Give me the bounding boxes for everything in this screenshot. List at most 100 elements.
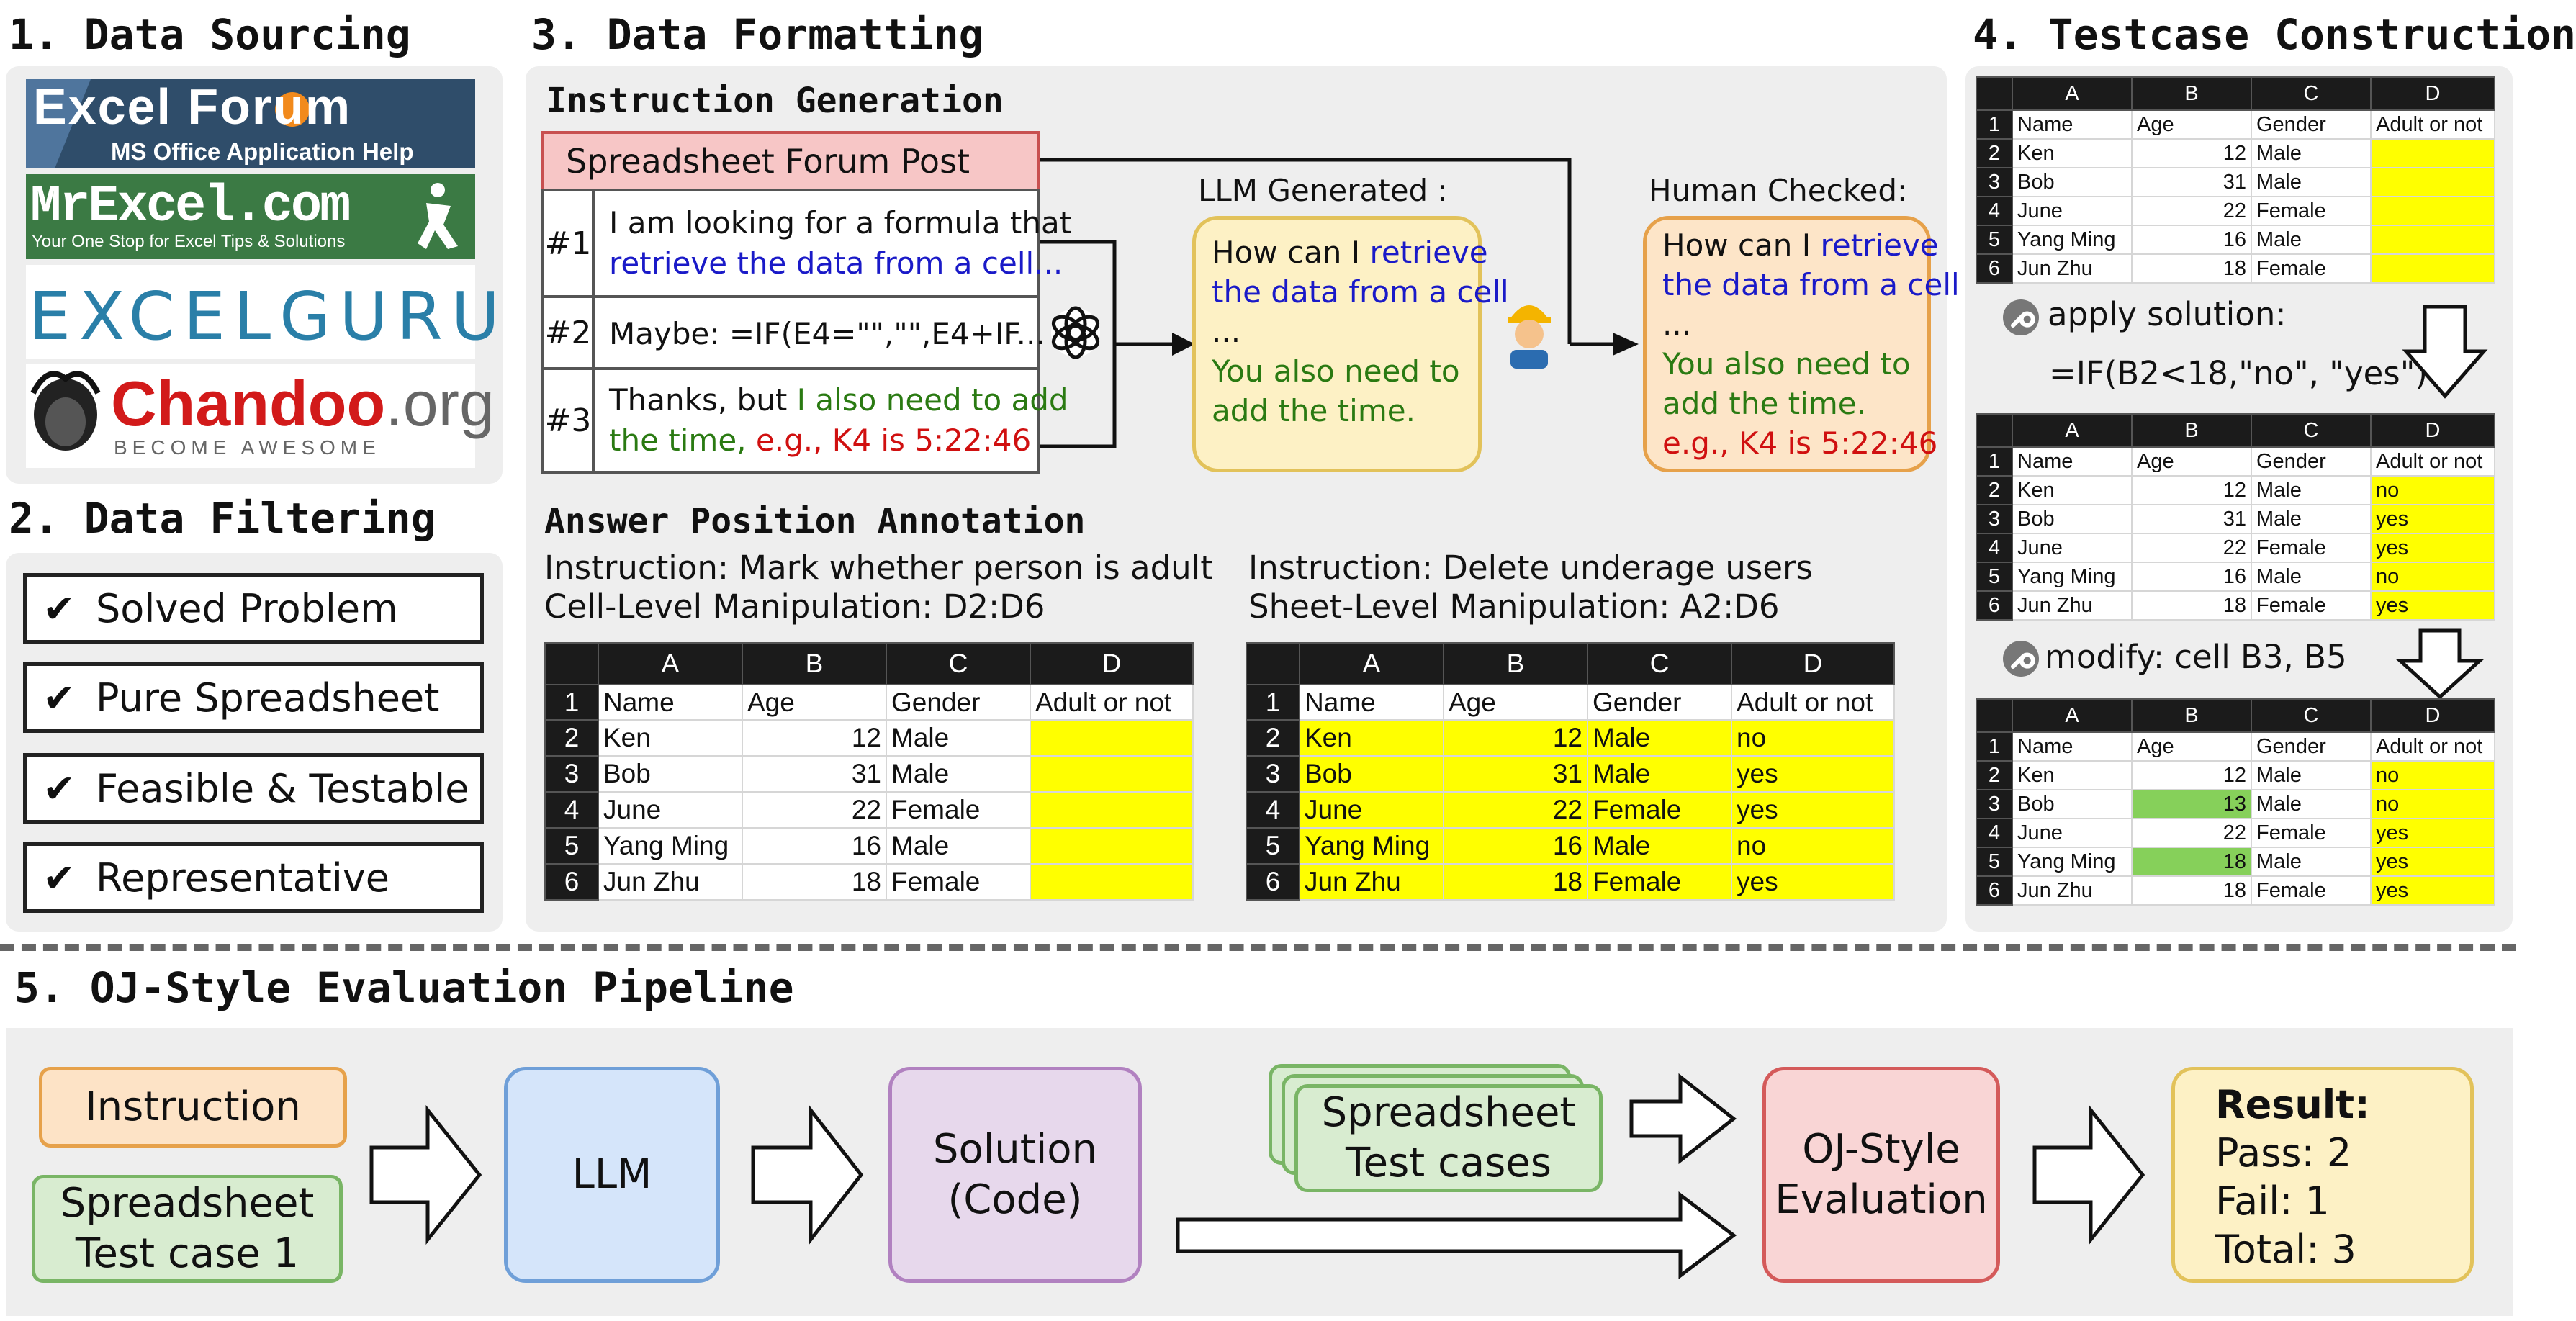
table-cell: Bob: [2012, 504, 2133, 534]
table-cell: Yang Ming: [1299, 827, 1444, 865]
section-title-oj-evaluation: 5. OJ-Style Evaluation Pipeline: [14, 963, 794, 1012]
llm-box: LLM: [504, 1067, 720, 1283]
table-row: 4 June 22 Female: [1976, 196, 2495, 226]
table-cell: Adult or not: [2370, 446, 2495, 477]
result-pass: Pass: 2: [2215, 1130, 2352, 1176]
wrench-icon: [2003, 299, 2039, 335]
column-header: B: [2131, 413, 2252, 448]
post-3-line2: the time, e.g., K4 is 5:22:46: [609, 420, 1031, 461]
section-title-data-sourcing: 1. Data Sourcing: [9, 10, 411, 59]
openai-logo-icon: [1051, 306, 1100, 359]
row-number: 6: [1976, 590, 2013, 621]
answer-cell: yes: [1731, 755, 1895, 793]
table-row: 6 Jun Zhu 18 Female yes: [1976, 875, 2495, 906]
answer-cell: [2370, 138, 2495, 168]
post-3-line1: Thanks, but I also need to add: [609, 380, 1068, 420]
table-cell: Gender: [2251, 109, 2372, 140]
answer-cell: [2370, 167, 2495, 197]
table-cell: Bob: [1299, 755, 1444, 793]
table-cell: Age: [2131, 446, 2252, 477]
result-fail: Fail: 1: [2215, 1178, 2330, 1224]
row-number: 1: [1976, 731, 2013, 762]
table-cell: Jun Zhu: [2012, 253, 2133, 284]
table-cell: Male: [886, 719, 1031, 757]
table-cell: 22: [1443, 791, 1588, 829]
filter-label: Representative: [96, 855, 390, 901]
table-cell: Female: [2251, 196, 2372, 226]
table-cell: Adult or not: [2370, 109, 2495, 140]
human-checked-label: Human Checked:: [1649, 173, 1908, 208]
solution-box: Solution (Code): [888, 1067, 1142, 1283]
solution-formula: =IF(B2<18,"no", "yes"): [2049, 354, 2428, 392]
table-cell: Gender: [2251, 731, 2372, 762]
table-cell: 22: [2131, 533, 2252, 563]
column-header: A: [2012, 76, 2133, 111]
table-cell: Age: [742, 684, 887, 721]
corner-cell: [544, 642, 599, 685]
result-box: Result: Pass: 2 Fail: 1 Total: 3: [2171, 1067, 2474, 1283]
table-row: 3 Bob 31 Male: [544, 755, 1194, 793]
answer-cell: [2370, 253, 2495, 284]
row-number: 1: [1976, 446, 2013, 477]
row-number: 3: [1246, 755, 1300, 793]
post-number: #1: [544, 191, 595, 295]
forum-post-3: #3 Thanks, but I also need to add the ti…: [541, 367, 1068, 474]
cell-level-sheet: A B C D 1 Name Age Gender Adult or not 2…: [544, 642, 1194, 901]
table-cell: Age: [2131, 731, 2252, 762]
table-cell: Female: [1587, 863, 1732, 901]
table-cell: Male: [2251, 138, 2372, 168]
table-row: 1 Name Age Gender Adult or not: [1976, 446, 2495, 477]
arrow-to-human-icon: [1613, 333, 1639, 356]
column-header-row: A B C D: [544, 642, 1194, 685]
answer-cell: [2370, 225, 2495, 255]
table-row: 5 Yang Ming 16 Male: [1976, 225, 2495, 255]
filter-pure-spreadsheet: ✔ Pure Spreadsheet: [23, 662, 484, 733]
row-number: 3: [1976, 167, 2013, 197]
table-cell: 12: [2131, 475, 2252, 505]
instruction-box: Instruction: [39, 1067, 347, 1148]
llm-bubble-line2: the data from a cell: [1212, 274, 1509, 310]
row-number: 2: [1246, 719, 1300, 757]
table-cell: 31: [2131, 167, 2252, 197]
table-cell: Yang Ming: [2012, 847, 2133, 877]
table-cell: Ken: [2012, 138, 2133, 168]
test-case-1-label: Spreadsheet Test case 1: [60, 1180, 315, 1277]
post-1-line1: I am looking for a formula that: [609, 205, 1072, 240]
table-row: 1 Name Age Gender Adult or not: [1976, 731, 2495, 762]
column-header: B: [2131, 698, 2252, 733]
table-cell: Jun Zhu: [2012, 590, 2133, 621]
instruction-generation-title: Instruction Generation: [546, 81, 1004, 121]
hollow-arrow-icon: [1176, 1191, 1737, 1280]
table-row: 4 June 22 Female yes: [1976, 533, 2495, 563]
post-3-text-c: the time,: [609, 423, 756, 458]
table-cell: 12: [1443, 719, 1588, 757]
table-cell: 18: [2131, 875, 2252, 906]
formatting-connectors: [1040, 158, 1639, 448]
table-cell: Adult or not: [1030, 684, 1194, 721]
column-header: D: [1030, 642, 1194, 685]
mrexcel-subtitle: Your One Stop for Excel Tips & Solutions: [32, 232, 346, 251]
excelguru-title: EXCELGURU: [29, 278, 508, 355]
modified-sheet: A B C D 1 Name Age Gender Adult or not 2…: [1976, 698, 2495, 906]
section-divider: [0, 944, 2516, 951]
column-header: C: [2251, 76, 2372, 111]
human-checked-bubble: How can I retrieve the data from a cell …: [1643, 216, 1960, 472]
result-title: Result:: [2215, 1082, 2370, 1127]
table-row: 4 June 22 Female yes: [1246, 791, 1895, 829]
llm-generated-label: LLM Generated :: [1198, 173, 1448, 208]
post-1-line2: retrieve the data from a cell...: [609, 245, 1063, 281]
corner-cell: [1976, 413, 2013, 448]
row-number: 3: [1976, 504, 2013, 534]
human-bubble-line1: How can I retrieve: [1662, 227, 1939, 263]
chandoo-tld: .org: [385, 368, 495, 439]
table-row: 6 Jun Zhu 18 Female: [544, 863, 1194, 901]
answer-position-title: Answer Position Annotation: [544, 501, 1086, 541]
post-3-text-a: Thanks, but: [609, 382, 797, 418]
right-manipulation: Sheet-Level Manipulation: A2:D6: [1248, 587, 1780, 626]
table-cell: Male: [2251, 167, 2372, 197]
section-title-data-formatting: 3. Data Formatting: [531, 10, 984, 59]
table-cell: 31: [742, 755, 887, 793]
llm-bubble-line5: add the time.: [1212, 393, 1415, 428]
test-cases-label: Spreadsheet Test cases: [1321, 1089, 1576, 1186]
excelforum-logo-art: [26, 79, 475, 168]
